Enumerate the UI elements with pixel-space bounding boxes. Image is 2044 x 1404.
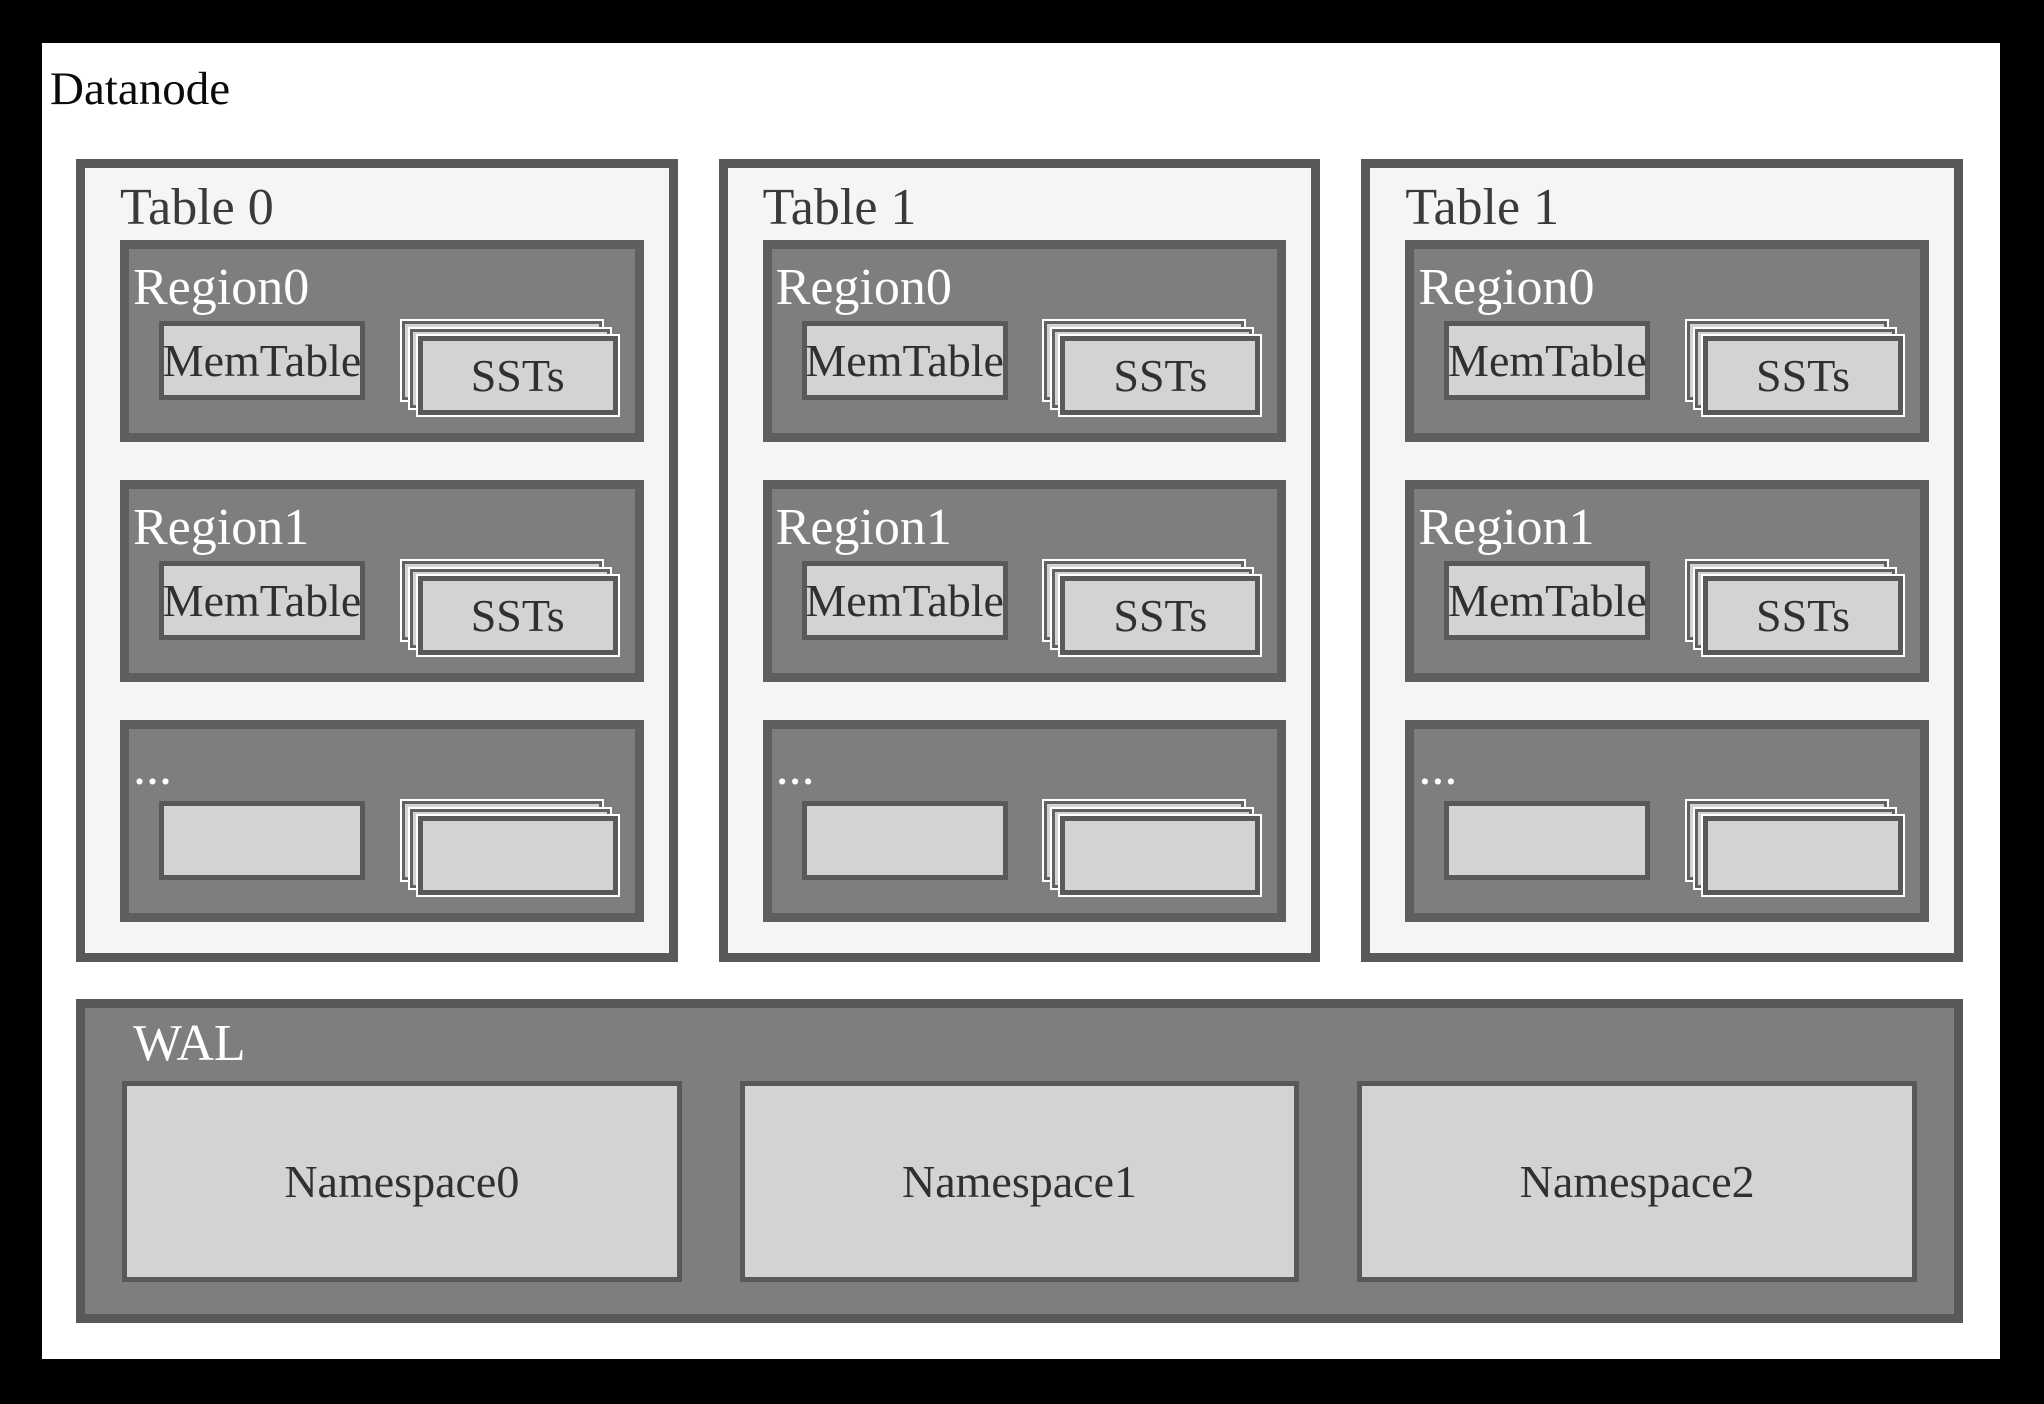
region-content: MemTable SSTs — [129, 559, 635, 657]
ssts-box-empty — [415, 814, 620, 897]
ssts-stack: SSTs — [1685, 559, 1906, 657]
ssts-box: SSTs — [1058, 334, 1263, 417]
diagram-canvas: Datanode Table 0 Region0 MemTable SSTs R… — [42, 43, 2000, 1359]
region-content: MemTable SSTs — [772, 559, 1278, 657]
ssts-box: SSTs — [415, 334, 620, 417]
region-box-ellipsis: ... — [762, 720, 1287, 922]
region-box: Region0 MemTable SSTs — [1405, 240, 1930, 442]
region-label: Region0 — [775, 259, 952, 316]
region-label: Region0 — [1418, 259, 1595, 316]
region-label: Region1 — [133, 499, 310, 556]
memtable-box: MemTable — [159, 321, 365, 400]
ssts-stack: SSTs — [1042, 559, 1263, 657]
table-label: Table 1 — [762, 179, 917, 236]
region-box: Region0 MemTable SSTs — [120, 240, 644, 442]
namespace-box-2: Namespace2 — [1357, 1081, 1918, 1282]
ssts-box: SSTs — [1701, 334, 1906, 417]
ssts-stack — [399, 799, 620, 897]
wal-label: WAL — [133, 1015, 246, 1072]
ssts-stack — [1685, 799, 1906, 897]
region-label: Region1 — [1418, 499, 1595, 556]
memtable-box: MemTable — [1444, 321, 1651, 400]
region-label: ... — [775, 739, 815, 796]
wal-box: WAL Namespace0 Namespace1 Namespace2 — [76, 999, 1963, 1323]
memtable-box: MemTable — [801, 561, 1008, 640]
table-label: Table 1 — [1405, 179, 1560, 236]
region-content: MemTable SSTs — [772, 319, 1278, 417]
memtable-box: MemTable — [1444, 561, 1651, 640]
ssts-box-empty — [1058, 814, 1263, 897]
region-content: MemTable SSTs — [1414, 559, 1920, 657]
region-label: ... — [1418, 739, 1458, 796]
region-content — [129, 799, 635, 897]
tables-row: Table 0 Region0 MemTable SSTs Region1 Me… — [76, 159, 1964, 962]
ssts-box: SSTs — [1058, 574, 1263, 657]
memtable-box-empty — [801, 801, 1008, 880]
memtable-box-empty — [1444, 801, 1651, 880]
table-label: Table 0 — [120, 179, 274, 236]
ssts-box: SSTs — [415, 574, 620, 657]
region-label: ... — [133, 739, 172, 796]
region-content: MemTable SSTs — [129, 319, 635, 417]
memtable-box: MemTable — [159, 561, 365, 640]
ssts-stack: SSTs — [399, 559, 620, 657]
table-panel-1: Table 1 Region0 MemTable SSTs Region1 Me… — [718, 159, 1321, 962]
ssts-box-empty — [1701, 814, 1906, 897]
ssts-stack: SSTs — [1685, 319, 1906, 417]
region-content — [1414, 799, 1920, 897]
datanode-title: Datanode — [50, 63, 231, 115]
region-box: Region1 MemTable SSTs — [120, 480, 644, 682]
region-box: Region1 MemTable SSTs — [762, 480, 1287, 682]
region-label: Region0 — [133, 259, 310, 316]
region-content: MemTable SSTs — [1414, 319, 1920, 417]
region-box-ellipsis: ... — [1405, 720, 1930, 922]
ssts-box: SSTs — [1701, 574, 1906, 657]
region-box: Region0 MemTable SSTs — [762, 240, 1287, 442]
namespace-row: Namespace0 Namespace1 Namespace2 — [122, 1081, 1918, 1282]
ssts-stack: SSTs — [1042, 319, 1263, 417]
table-panel-0: Table 0 Region0 MemTable SSTs Region1 Me… — [76, 159, 678, 962]
table-panel-2: Table 1 Region0 MemTable SSTs Region1 Me… — [1361, 159, 1964, 962]
region-box: Region1 MemTable SSTs — [1405, 480, 1930, 682]
region-label: Region1 — [775, 499, 952, 556]
namespace-box-0: Namespace0 — [122, 1081, 682, 1282]
memtable-box-empty — [159, 801, 365, 880]
namespace-box-1: Namespace1 — [739, 1081, 1300, 1282]
region-content — [772, 799, 1278, 897]
ssts-stack — [1042, 799, 1263, 897]
ssts-stack: SSTs — [399, 319, 620, 417]
region-box-ellipsis: ... — [120, 720, 644, 922]
memtable-box: MemTable — [801, 321, 1008, 400]
